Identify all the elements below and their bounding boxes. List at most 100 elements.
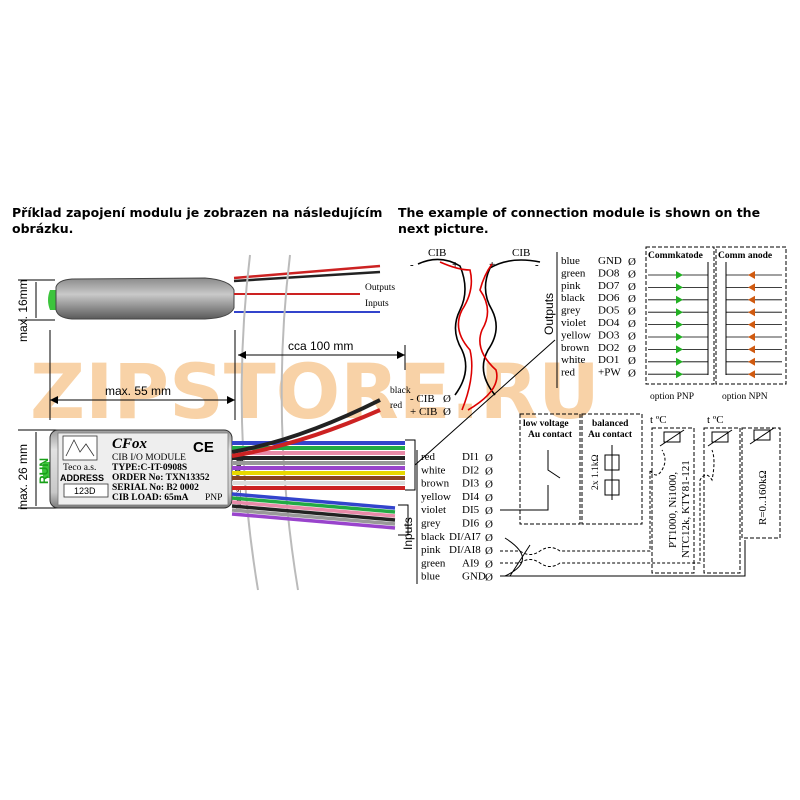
terminal-icon: Ø [628, 368, 636, 380]
terminal-icon: Ø [628, 268, 636, 280]
side-outputs-label: Outputs [234, 446, 244, 476]
cib-plus-terminal: + CIB [410, 406, 437, 418]
inputs-group-label: Inputs [401, 517, 415, 550]
input-pin-label: DI1 [462, 451, 479, 463]
option-pnp-label: option PNP [650, 392, 694, 402]
input-wire-color: white [421, 464, 446, 476]
orange-led-icon [748, 295, 755, 304]
cib-right-label: CIB [512, 247, 530, 259]
led-row [648, 345, 782, 354]
commkatode-label: Commkatode [648, 251, 703, 261]
terminal-icon: Ø [628, 306, 636, 318]
led-blocks: Commkatode Comm anode option PNP option … [645, 246, 787, 402]
low-voltage-label: low voltage [523, 419, 569, 429]
cib-minus-right: - [535, 259, 539, 271]
ce-mark: CE [193, 439, 214, 456]
output-pin-label: DO8 [598, 267, 620, 279]
output-pin-label: DO5 [598, 305, 620, 317]
terminal-icon: Ø [485, 572, 493, 584]
input-pin-label: GND [462, 571, 486, 583]
maker-label: Teco a.s. [63, 463, 96, 473]
green-led-icon [676, 295, 683, 304]
green-led-icon [676, 320, 683, 329]
cib-minus-terminal: - CIB [410, 393, 435, 405]
led-row [648, 308, 782, 317]
terminal-icon: Ø [443, 406, 451, 418]
caption-czech: Příklad zapojení modulu je zobrazen na n… [12, 205, 383, 236]
input-wire-color: grey [421, 518, 441, 530]
orange-led-icon [748, 283, 755, 292]
orange-led-icon [748, 320, 755, 329]
module-serial: SERIAL No: B2 0002 [112, 483, 199, 493]
height-big-label: max. 26 mm [16, 444, 30, 510]
orange-led-icon [748, 271, 755, 279]
brand-label: CFox [112, 436, 148, 452]
dimensions: cca 100 mm max. 55 mm max. 26 mm [16, 330, 406, 510]
output-wire-color: green [561, 267, 586, 279]
module-load: CIB LOAD: 65mA [112, 493, 189, 503]
output-wire-color: yellow [561, 329, 591, 341]
led-row [648, 283, 782, 292]
input-pin-label: DI6 [462, 518, 480, 530]
green-led-icon [676, 283, 683, 292]
module-type: TYPE:C-IT-0908S [112, 463, 187, 473]
output-wire-color: red [561, 367, 576, 379]
input-pin-label: AI9 [462, 557, 480, 569]
cib-plus-left: + [452, 259, 458, 271]
orange-led-icon [748, 308, 755, 317]
sensors-label-1: PT1000, Ni1000, [667, 472, 679, 548]
resistance-label: R=0..160kΩ [757, 470, 769, 525]
green-led-icon [676, 271, 683, 279]
module-subtitle: CIB I/O MODULE [112, 453, 186, 463]
terminal-icon: Ø [628, 281, 636, 293]
green-led-icon [676, 345, 683, 354]
terminal-icon: Ø [485, 505, 493, 517]
input-pin-label: DI4 [462, 491, 480, 503]
outputs-table: Outputs [542, 252, 558, 388]
input-pin-label: DI5 [462, 504, 480, 516]
sensors-label-2: NTC12k, KTY81-121 [680, 460, 692, 558]
output-pin-label: GND [598, 255, 622, 267]
input-wire-color: brown [421, 478, 450, 490]
input-wire-color: red [421, 451, 436, 463]
terminal-icon: Ø [628, 318, 636, 330]
watermark: ZIPSTORE.RU [30, 347, 600, 436]
led-row [648, 271, 782, 279]
resistor-label: 2x 1.1kΩ [591, 454, 601, 490]
inputs-label: Inputs [365, 299, 389, 309]
output-wire-color: blue [561, 255, 580, 267]
temp1-label: t ºC [650, 414, 667, 426]
terminal-icon: Ø [628, 330, 636, 342]
cib-left-label: CIB [428, 247, 446, 259]
terminal-icon: Ø [628, 343, 636, 355]
orange-led-icon [748, 345, 755, 354]
output-wire-color: black [561, 292, 585, 304]
input-pin-label: DI/AI8 [449, 544, 481, 556]
led-icon [48, 290, 56, 310]
output-pin-label: DO2 [598, 342, 619, 354]
wire-ribbon: black red [231, 339, 556, 536]
option-npn-label: option NPN [722, 392, 768, 402]
run-label: RUN [37, 458, 51, 484]
output-wire-color: white [561, 354, 586, 366]
input-wire-color: blue [421, 571, 440, 583]
output-pin-label: DO1 [598, 354, 619, 366]
commanode-label: Comm anode [718, 251, 772, 261]
cib-minus-left: - [410, 259, 414, 271]
input-devices: low voltage Au contact balanced Au conta… [500, 413, 781, 577]
orange-led-icon [748, 333, 755, 341]
output-pin-label: DO6 [598, 292, 620, 304]
led-row [648, 370, 782, 379]
terminal-icon: Ø [485, 492, 493, 504]
length-label: max. 55 mm [105, 384, 171, 398]
